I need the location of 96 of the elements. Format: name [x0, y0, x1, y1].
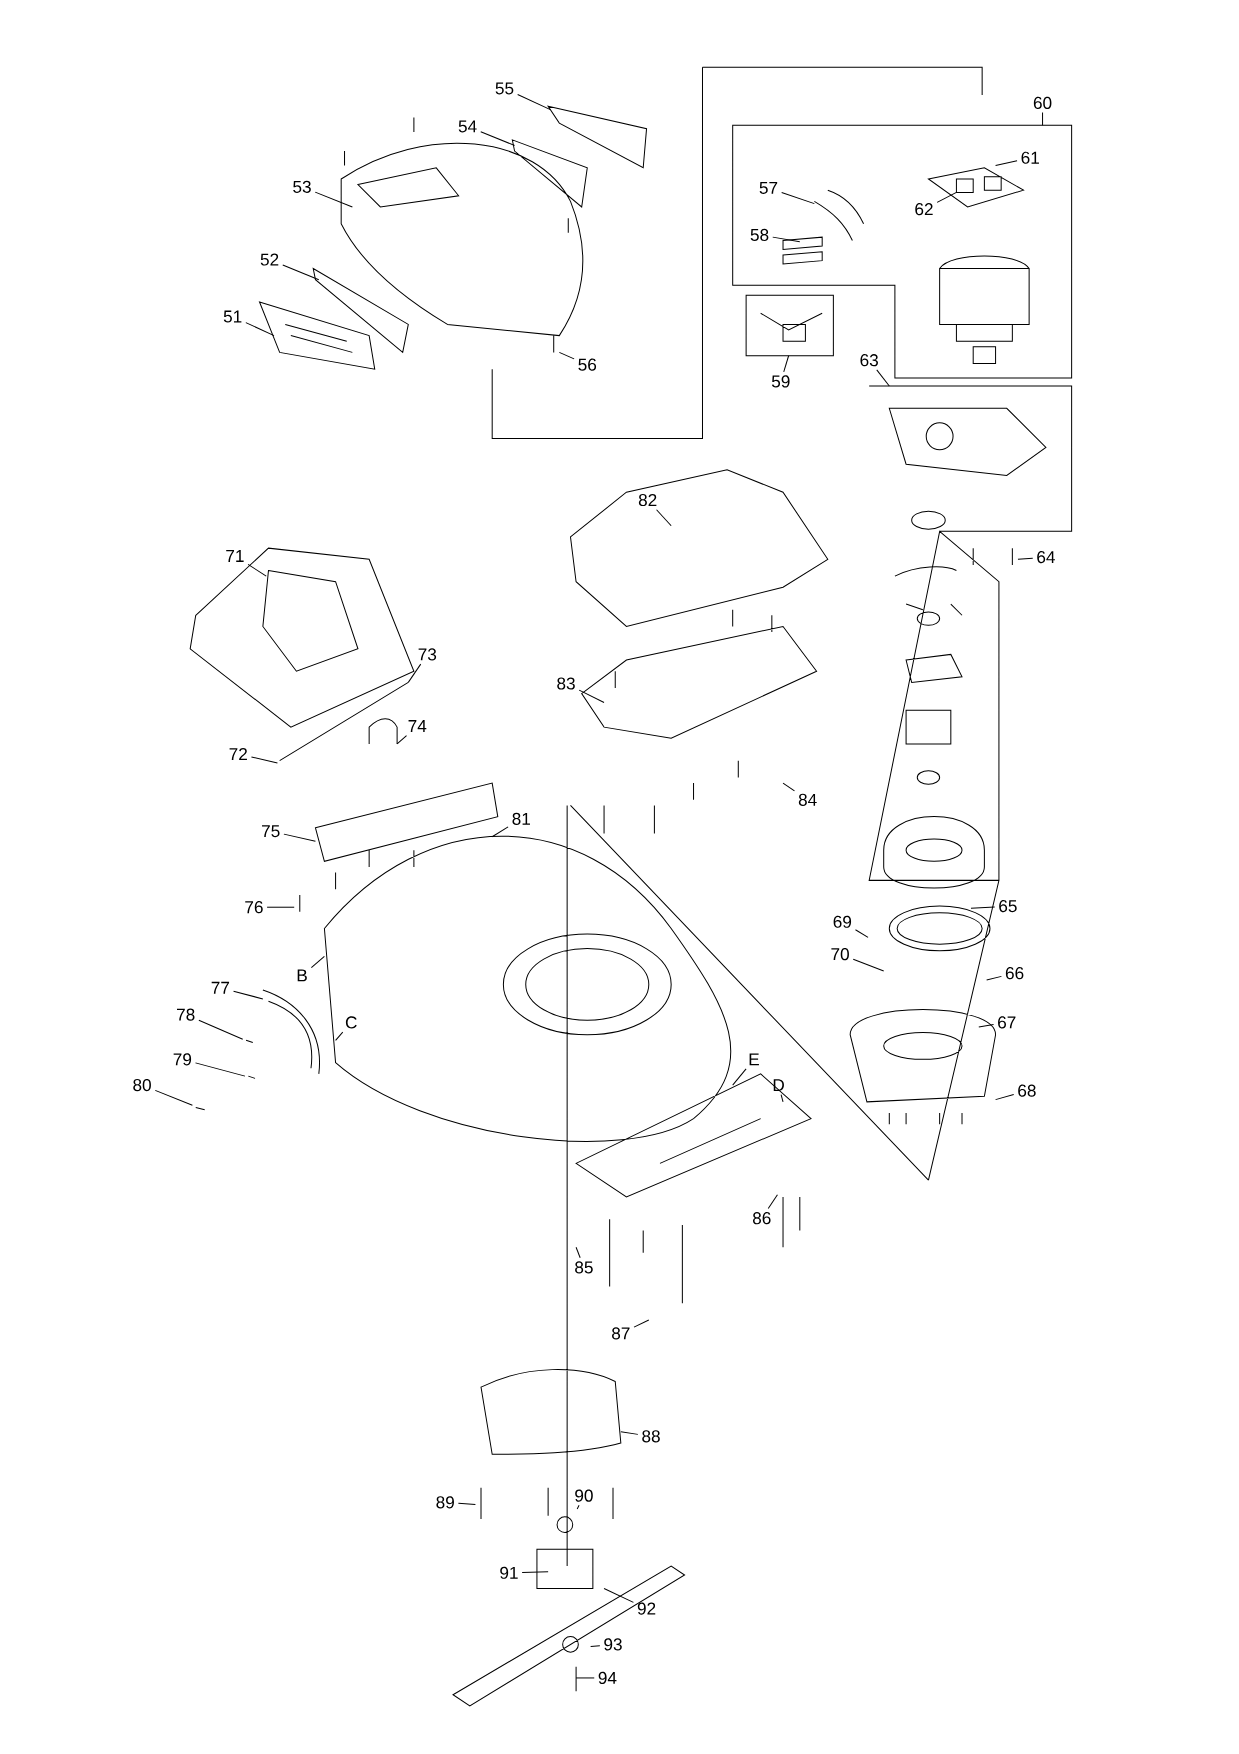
- callout-number: 55: [495, 82, 514, 95]
- callout-number: 84: [798, 793, 817, 806]
- leader-line: [603, 1587, 634, 1603]
- callout-number: 86: [752, 1212, 771, 1225]
- leader-line: [780, 191, 815, 205]
- leader-line: [457, 1502, 476, 1506]
- callout-number: 56: [578, 358, 596, 371]
- leader-line: [480, 131, 515, 146]
- callout-number: B: [297, 969, 307, 982]
- leader-line: [516, 94, 551, 111]
- leader-line: [194, 1062, 246, 1077]
- callout-number: 71: [226, 550, 244, 562]
- callout-number: 72: [229, 747, 247, 760]
- leader-line: [491, 826, 509, 838]
- callout-number: 61: [1021, 151, 1039, 164]
- leader-line: [575, 1677, 595, 1679]
- callout-number: 52: [260, 253, 279, 266]
- callout-number: 87: [611, 1327, 630, 1340]
- callout-number: 89: [436, 1496, 454, 1509]
- leader-line: [994, 1093, 1014, 1101]
- leader-line: [978, 1024, 994, 1028]
- leader-line: [589, 1645, 601, 1648]
- leader-line: [334, 1031, 344, 1041]
- callout-number: 64: [1037, 551, 1055, 564]
- callout-number: 91: [500, 1566, 518, 1579]
- callout-number: 82: [638, 493, 657, 507]
- leader-line: [767, 1194, 778, 1209]
- callout-number: 94: [598, 1671, 617, 1685]
- leader-line: [876, 369, 890, 387]
- leader-line: [283, 833, 316, 842]
- leader-line: [310, 955, 325, 968]
- callout-number: C: [345, 1016, 357, 1029]
- leader-line: [198, 1019, 244, 1040]
- leader-line: [970, 906, 995, 909]
- callout-number: 85: [574, 1261, 593, 1274]
- callout-number: 60: [1033, 96, 1052, 109]
- leader-line: [154, 1089, 193, 1106]
- leader-line: [994, 160, 1018, 167]
- callout-number: 78: [176, 1008, 195, 1021]
- leader-line: [780, 1094, 784, 1103]
- callout-number: 62: [915, 203, 933, 216]
- leader-line: [247, 563, 267, 577]
- leader-line: [655, 509, 672, 527]
- callout-number: 59: [771, 375, 790, 388]
- callout-number: 57: [759, 181, 777, 194]
- leader-line: [1041, 112, 1043, 126]
- leader-line: [633, 1319, 650, 1328]
- leader-line: [314, 191, 353, 208]
- callout-number: 74: [408, 720, 427, 732]
- callout-number: 90: [574, 1489, 593, 1502]
- leader-line: [245, 322, 275, 337]
- callout-number: 93: [604, 1638, 622, 1651]
- callout-number: 65: [999, 900, 1017, 913]
- leader-line: [396, 735, 407, 745]
- leader-line: [407, 663, 421, 683]
- callout-number: 51: [223, 310, 242, 323]
- callout-number: 75: [261, 825, 280, 838]
- callout-number: 67: [997, 1016, 1016, 1029]
- callout-number: 73: [418, 648, 436, 661]
- callout-number: 68: [1018, 1084, 1036, 1097]
- leader-line: [521, 1571, 549, 1573]
- callout-number: 80: [133, 1079, 151, 1092]
- leader-line: [783, 355, 789, 373]
- leader-line: [250, 756, 278, 764]
- callout-number: 83: [557, 677, 575, 690]
- leader-line: [620, 1431, 639, 1435]
- leader-line: [578, 689, 605, 703]
- leader-line: [985, 975, 1002, 981]
- leader-line: [558, 351, 575, 360]
- callout-number: 63: [860, 354, 878, 367]
- callout-number: 69: [833, 915, 851, 928]
- leader-line: [1017, 557, 1034, 560]
- leader-line: [852, 958, 884, 972]
- leader-line: [575, 1246, 581, 1259]
- leader-line: [282, 264, 320, 281]
- leader-line: [772, 236, 801, 243]
- leader-line: [266, 906, 295, 908]
- callout-number: 54: [458, 120, 477, 133]
- callout-number: 70: [831, 948, 849, 961]
- callout-number: 79: [173, 1053, 191, 1066]
- leader-line: [936, 191, 957, 203]
- callout-number: 92: [637, 1602, 656, 1615]
- callout-number: 81: [512, 812, 530, 825]
- callout-number: 66: [1005, 967, 1024, 980]
- callout-number: 53: [292, 180, 311, 193]
- leader-line: [576, 1504, 580, 1510]
- leader-line: [732, 1068, 747, 1086]
- leader-line: [232, 990, 264, 1000]
- callout-number: 76: [245, 901, 263, 914]
- callout-number: 77: [211, 981, 229, 994]
- callout-number: 58: [750, 228, 769, 241]
- callout-number: D: [773, 1079, 784, 1091]
- leader-line: [854, 929, 869, 938]
- leader-line: [782, 782, 795, 792]
- callout-number: E: [749, 1053, 759, 1066]
- callout-number: 88: [642, 1430, 660, 1443]
